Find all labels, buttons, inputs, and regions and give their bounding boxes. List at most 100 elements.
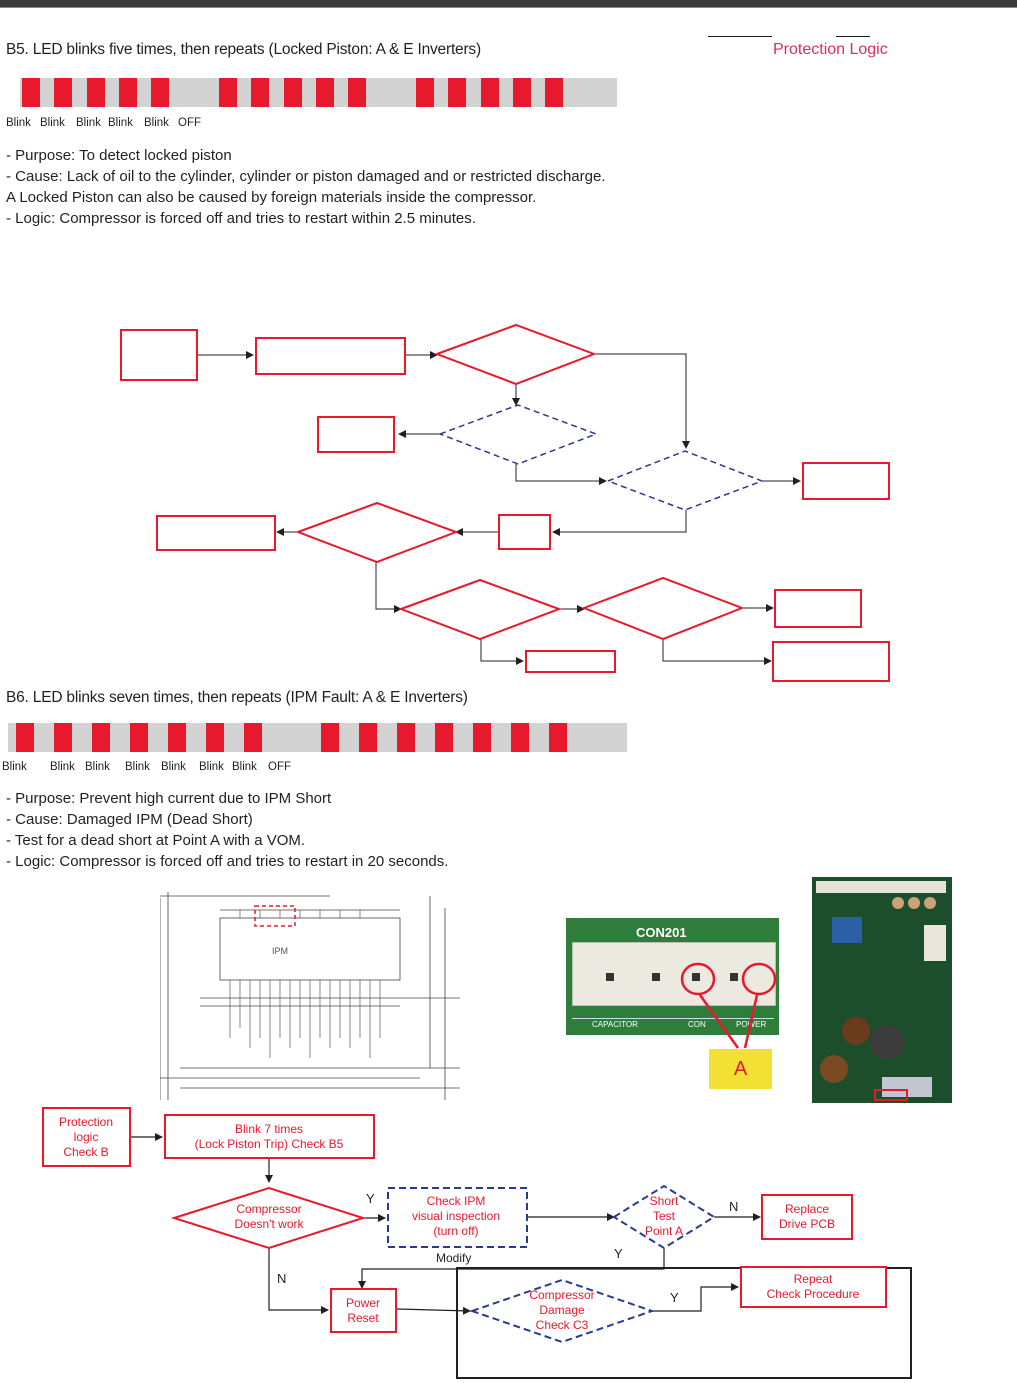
b5-blink-label: Blink — [6, 117, 31, 129]
b5-bullet: - Purpose: To detect locked piston — [6, 147, 232, 164]
b6-bullet-list: - Purpose: Prevent high current due to I… — [6, 788, 448, 872]
b6-blink-bar — [54, 723, 72, 752]
pcb-terminal — [924, 925, 946, 961]
b6-blink-label: Blink — [232, 761, 257, 773]
b5-blink-bar — [87, 78, 105, 107]
b5-bullet: - Cause: Lack of oil to the cylinder, cy… — [6, 168, 606, 185]
b5-blink-label: Blink — [108, 117, 133, 129]
b6-blink-bar — [435, 723, 453, 752]
b5-bullet: - Logic: Compressor is forced off and tr… — [6, 210, 476, 227]
b6-blink-bar — [92, 723, 110, 752]
b6-blink-bar — [244, 723, 262, 752]
b5-title: B5. LED blinks five times, then repeats … — [6, 41, 481, 58]
b6-blink-bar — [511, 723, 529, 752]
b6-blink-bar — [321, 723, 339, 752]
point-a-callout — [680, 962, 777, 1049]
b6-blink-bar — [16, 723, 34, 752]
b5-bullet-list: - Purpose: To detect locked piston - Cau… — [6, 145, 605, 229]
connector-label-strip — [572, 1018, 774, 1033]
no-label: N — [729, 1199, 738, 1214]
b6-blink-bar — [206, 723, 224, 752]
pcb-capacitor-large — [870, 1025, 904, 1059]
connector-pin — [652, 973, 660, 981]
header-divider — [0, 7, 1017, 8]
b6-blink-label: Blink — [199, 761, 224, 773]
connector-bottom-label: CAPACITOR — [592, 1020, 638, 1029]
pcb-connector-strip — [816, 881, 946, 893]
b5-flowchart — [120, 323, 890, 682]
header-rule-2 — [836, 36, 870, 37]
b5-blink-label: Blink — [144, 117, 169, 129]
b6-title: B6. LED blinks seven times, then repeats… — [6, 689, 468, 706]
b6-blink-bar — [168, 723, 186, 752]
no-label: N — [277, 1271, 286, 1286]
connector-pin — [692, 973, 700, 981]
b6-blink-label: Blink — [161, 761, 186, 773]
pcb-capacitor — [892, 897, 904, 909]
yes-label: Y — [366, 1191, 375, 1206]
pcb-capacitor — [908, 897, 920, 909]
yes-label: Y — [614, 1246, 623, 1261]
b5-blink-bar — [251, 78, 269, 107]
ipm-schematic-image: IPM — [160, 888, 460, 1100]
connector-label: CON201 — [636, 925, 687, 940]
b6-blink-label: OFF — [268, 761, 291, 773]
pcb-coil — [820, 1055, 848, 1083]
b5-blink-bar — [448, 78, 466, 107]
b6-blink-bar — [359, 723, 377, 752]
b5-blink-bar — [316, 78, 334, 107]
b6-blink-label: Blink — [125, 761, 150, 773]
b5-blink-bar — [54, 78, 72, 107]
b5-blink-bar — [416, 78, 434, 107]
b6-bullet: - Logic: Compressor is forced off and tr… — [6, 853, 449, 870]
header-bar — [0, 0, 1017, 7]
connector-pin — [730, 973, 738, 981]
b5-blink-bar — [513, 78, 531, 107]
b5-blink-label: Blink — [76, 117, 101, 129]
b5-blink-bar — [219, 78, 237, 107]
b6-blink-bar — [473, 723, 491, 752]
b5-blink-bar — [481, 78, 499, 107]
b5-blink-bar — [22, 78, 40, 107]
protection-logic-label: Protection Logic — [773, 41, 888, 58]
b6-blink-label: Blink — [85, 761, 110, 773]
b6-bullet: - Purpose: Prevent high current due to I… — [6, 790, 332, 807]
pcb-ipm-marker — [874, 1089, 908, 1101]
yes-label: Y — [670, 1290, 679, 1305]
b6-blink-bar — [549, 723, 567, 752]
b5-blink-label: OFF — [178, 117, 201, 129]
b5-blink-label: Blink — [40, 117, 65, 129]
pcb-coil — [842, 1017, 870, 1045]
pcb-relay — [832, 917, 862, 943]
pcb-heatsink — [882, 1077, 932, 1097]
b5-blink-bar — [545, 78, 563, 107]
b6-blink-label: Blink — [50, 761, 75, 773]
b5-blink-strip — [20, 78, 617, 107]
b5-blink-bar — [284, 78, 302, 107]
point-a-tag: A — [709, 1049, 772, 1089]
header-rule-1 — [708, 36, 772, 37]
b5-blink-bar — [151, 78, 169, 107]
schematic-chip-label: IPM — [272, 946, 288, 956]
b6-blink-strip — [8, 723, 627, 752]
b6-bullet: - Cause: Damaged IPM (Dead Short) — [6, 811, 253, 828]
b5-blink-bar — [119, 78, 137, 107]
connector-bottom-label: CON — [688, 1020, 706, 1029]
drive-pcb-photo — [812, 877, 952, 1103]
b5-blink-bar — [348, 78, 366, 107]
blink-7-box: Blink 7 times(Lock Piston Trip) Check B5 — [195, 1122, 344, 1151]
b6-bullet: - Test for a dead short at Point A with … — [6, 832, 306, 849]
loop-frame — [456, 1267, 912, 1379]
connector-pin — [606, 973, 614, 981]
pcb-capacitor — [924, 897, 936, 909]
b6-blink-bar — [397, 723, 415, 752]
b6-blink-bar — [130, 723, 148, 752]
